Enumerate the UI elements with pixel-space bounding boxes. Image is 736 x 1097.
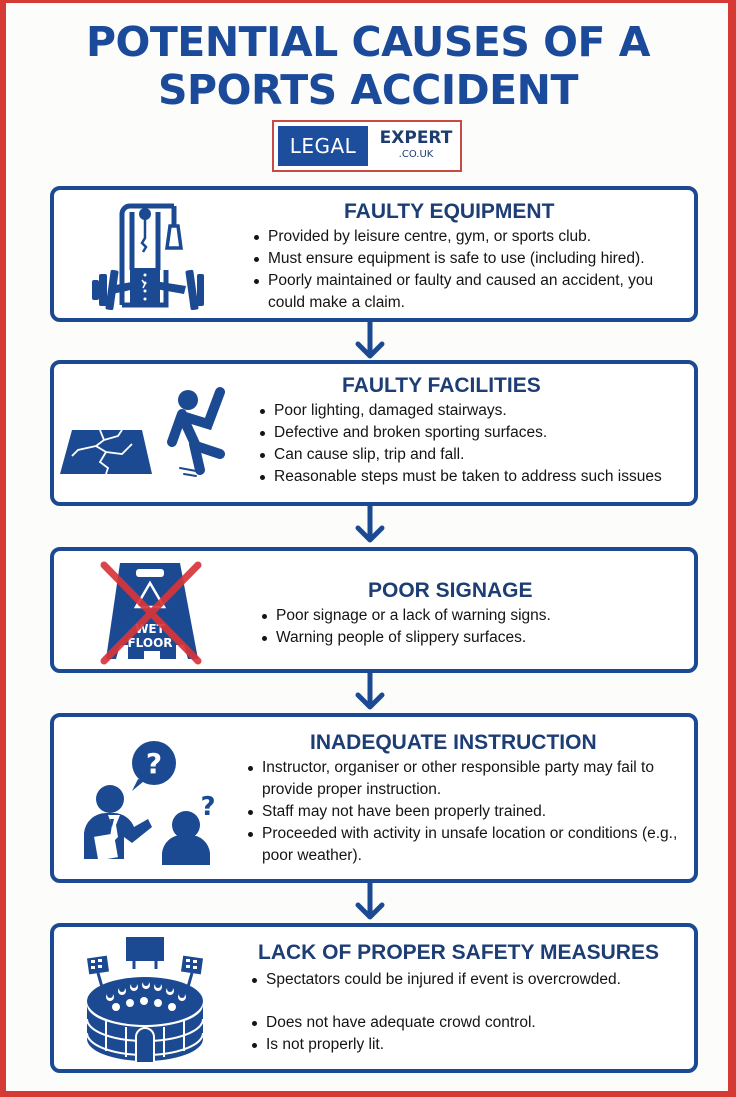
- svg-text:?: ?: [146, 747, 162, 780]
- section-lack-of-safety-measures: LACK OF PROPER SAFETY MEASURES Spectator…: [50, 923, 698, 1073]
- bullet-item: Can cause slip, trip and fall.: [256, 444, 696, 466]
- broken-gym-machine-icon: [92, 203, 204, 310]
- bullet-list: Spectators could be injured if event is …: [248, 969, 698, 1056]
- bullet-item: Must ensure equipment is safe to use (in…: [250, 248, 690, 270]
- svg-text:?: ?: [200, 792, 215, 822]
- cracked-floor-slipping-person-icon: [60, 387, 225, 477]
- section-heading: POOR SIGNAGE: [368, 579, 533, 602]
- bullet-item: Proceeded with activity in unsafe locati…: [244, 823, 694, 867]
- bullet-item: Poor lighting, damaged stairways.: [256, 400, 696, 422]
- section-faulty-equipment: FAULTY EQUIPMENT Provided by leisure cen…: [50, 186, 698, 322]
- bullet-item: Poor signage or a lack of warning signs.: [258, 605, 678, 627]
- arrow-down-icon: [355, 506, 385, 543]
- bullet-item: Reasonable steps must be taken to addres…: [256, 466, 696, 488]
- section-heading: FAULTY EQUIPMENT: [344, 200, 555, 223]
- logo-expert-text: EXPERT: [379, 128, 453, 148]
- bullet-item: Warning people of slippery surfaces.: [258, 627, 678, 649]
- section-faulty-facilities: FAULTY FACILITIES Poor lighting, damaged…: [50, 360, 698, 506]
- section-poor-signage: WET FLOOR POOR SIGNAGE Poor signage or a…: [50, 547, 698, 673]
- bullet-item: Staff may not have been properly trained…: [244, 801, 694, 823]
- bullet-item: Does not have adequate crowd control.: [248, 1012, 698, 1034]
- bullet-list: Poor signage or a lack of warning signs.…: [258, 605, 678, 649]
- section-heading: LACK OF PROPER SAFETY MEASURES: [258, 941, 659, 964]
- logo-left-text: LEGAL: [278, 126, 368, 166]
- title-line-1: POTENTIAL CAUSES OF A: [85, 18, 651, 66]
- section-heading: INADEQUATE INSTRUCTION: [310, 731, 597, 754]
- arrow-down-icon: [355, 673, 385, 710]
- bullet-item: Provided by leisure centre, gym, or spor…: [250, 226, 690, 248]
- section-inadequate-instruction: ? ? INADEQUATE INSTRUCTION Instructor, o…: [50, 713, 698, 883]
- crowded-stadium-icon: [86, 937, 204, 1064]
- title-line-2: SPORTS ACCIDENT: [158, 66, 578, 114]
- bullet-item: Poorly maintained or faulty and caused a…: [250, 270, 690, 314]
- bullet-list: Provided by leisure centre, gym, or spor…: [250, 226, 690, 314]
- legal-expert-logo: LEGAL EXPERT .CO.UK: [272, 120, 462, 172]
- logo-right-block: EXPERT .CO.UK: [374, 128, 458, 162]
- sign-floor-text: FLOOR: [127, 636, 172, 650]
- bullet-item: Instructor, organiser or other responsib…: [244, 757, 694, 801]
- section-heading: FAULTY FACILITIES: [342, 374, 541, 397]
- arrow-down-icon: [355, 322, 385, 359]
- bullet-item: Defective and broken sporting surfaces.: [256, 422, 696, 444]
- bullet-item: Is not properly lit.: [248, 1034, 698, 1056]
- confused-instructor-and-person-icon: ? ?: [84, 741, 216, 865]
- logo-domain-text: .CO.UK: [398, 149, 434, 160]
- bullet-list: Poor lighting, damaged stairways. Defect…: [256, 400, 696, 488]
- crossed-out-wet-floor-sign-icon: WET FLOOR: [100, 561, 202, 665]
- bullet-list: Instructor, organiser or other responsib…: [244, 757, 694, 867]
- page-title: POTENTIAL CAUSES OF A SPORTS ACCIDENT: [0, 18, 736, 114]
- bullet-item: Spectators could be injured if event is …: [248, 969, 698, 991]
- arrow-down-icon: [355, 883, 385, 920]
